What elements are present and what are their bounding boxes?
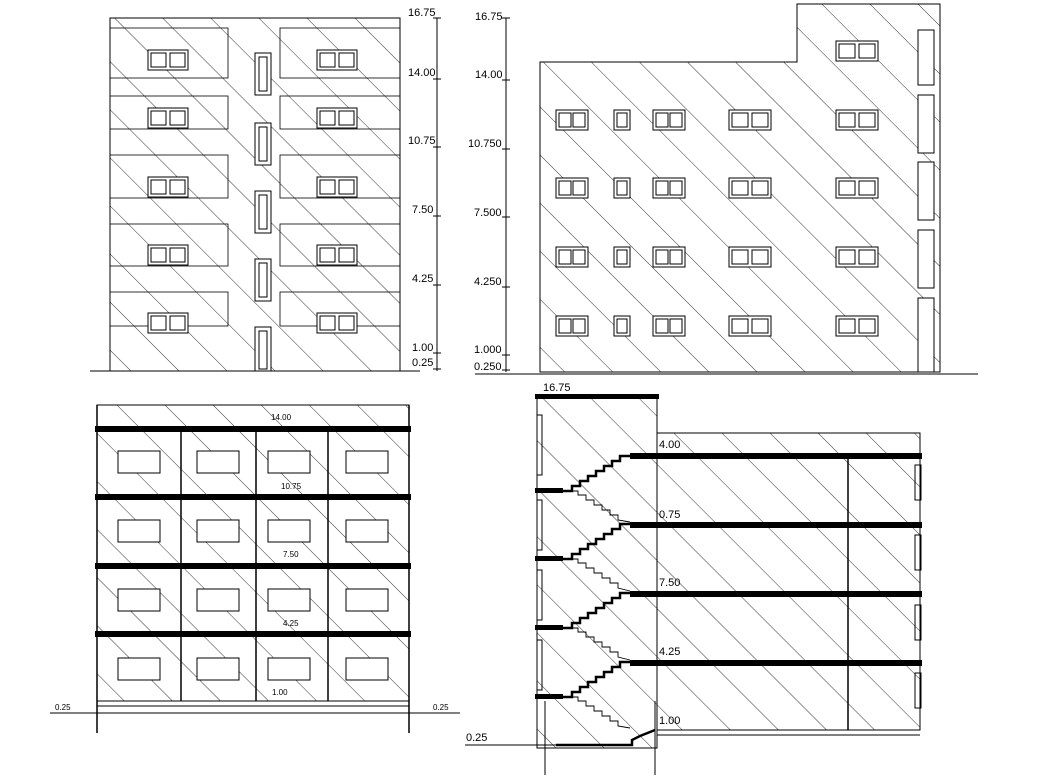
level-label: 1.00 [272,688,288,697]
level-label: 14.00 [408,67,436,79]
side-elevation: 16.75 14.00 10.750 7.500 4.250 1.000 0.2… [468,3,978,375]
level-ticks [433,17,441,370]
floor-panels [109,27,401,327]
balcony-recesses [917,29,935,373]
level-label: 16.75 [408,7,436,19]
window [652,177,686,199]
stair-window [254,122,272,166]
window [555,109,589,131]
window [835,246,879,268]
window [316,312,358,334]
window [652,109,686,131]
window [728,109,772,131]
level-label: 7.500 [474,207,502,219]
section-b: 16.75 4.00 0.75 7.50 4.25 1.00 0.25 [465,382,922,775]
level-label: 0.75 [659,509,680,521]
section-openings [117,450,389,681]
level-label: 4.00 [659,439,680,451]
window [613,246,631,268]
level-label: 0.250 [474,361,502,373]
stair-window [254,52,272,96]
level-label: 7.50 [283,550,299,559]
level-label: 0.25 [55,703,71,712]
front-elevation: 16.75 14.00 10.75 7.50 4.25 1.00 0.25 [90,7,441,372]
level-label: 10.75 [281,482,302,491]
level-label: 4.250 [474,276,502,288]
side-windows [555,40,879,337]
side-recess [536,414,922,709]
level-ticks [502,17,510,371]
stair-window [254,258,272,302]
window [728,177,772,199]
main-block [656,432,921,731]
window [147,107,189,129]
level-label: 0.25 [466,732,487,744]
floor-slabs [535,394,922,699]
window [316,176,358,198]
stair-window [254,190,272,234]
level-label: 0.25 [412,357,433,369]
level-label: 4.25 [412,273,433,285]
level-label: 7.50 [412,204,433,216]
window [316,107,358,129]
level-label: 14.00 [271,413,292,422]
window [835,40,879,62]
level-label: 10.750 [468,138,502,150]
level-label: 1.000 [474,344,502,356]
window [728,246,772,268]
window [728,315,772,337]
front-windows [147,49,358,372]
window [147,312,189,334]
window [652,315,686,337]
window [555,315,589,337]
window [147,49,189,71]
window [835,177,879,199]
level-label: 14.00 [475,69,503,81]
window [613,177,631,199]
level-label: 1.00 [659,715,680,727]
level-label: 4.25 [283,619,299,628]
window [835,109,879,131]
section-a-body [96,404,410,702]
section-a: 14.00 10.75 7.50 4.25 1.00 0.25 0.25 [50,404,460,733]
window [835,315,879,337]
floor-slabs [95,426,411,637]
level-label: 7.50 [659,577,680,589]
window [316,244,358,266]
window [555,177,589,199]
window [613,315,631,337]
window [147,244,189,266]
window [316,49,358,71]
level-label: 1.00 [412,342,433,354]
level-label: 16.75 [543,382,571,394]
window [652,246,686,268]
level-label: 16.75 [475,11,503,23]
window [613,109,631,131]
level-label: 4.25 [659,646,680,658]
level-label: 10.75 [408,135,436,147]
window [555,246,589,268]
stair-up-flights [570,490,631,729]
stair-window [254,326,272,372]
level-label: 0.25 [433,703,449,712]
window [147,176,189,198]
stair-flights [556,454,656,747]
